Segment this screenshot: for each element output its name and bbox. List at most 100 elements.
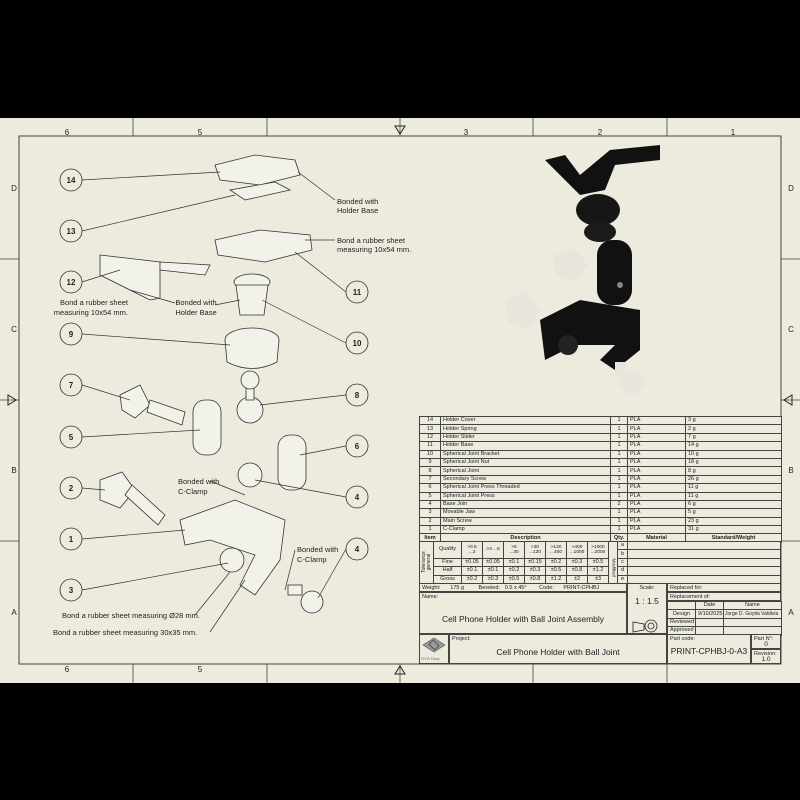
row-label: B xyxy=(11,466,16,475)
bom-description: Base Join xyxy=(440,499,611,510)
bom-weight: 7 g xyxy=(685,432,782,443)
part-spherical-joint xyxy=(236,396,264,424)
bom-row: 12 Holder Slider 1 PLA 7 g xyxy=(419,432,782,443)
tolerance-value: ±0.2 xyxy=(503,566,525,576)
bom-weight: 18 g xyxy=(685,457,782,468)
callout-4: 4 xyxy=(355,493,360,502)
bom-material: PLA xyxy=(627,441,686,451)
note: Bond a rubber sheet measuring 30x35 mm. xyxy=(53,628,197,637)
part-holder-spring xyxy=(228,181,292,201)
tolerance-value: ±0.2 xyxy=(545,557,567,568)
modified-label: Modified xyxy=(610,558,616,577)
col-label: 2 xyxy=(598,128,603,137)
bom-row: 13 Holder Spring 1 PLA 2 g xyxy=(419,424,782,434)
bom-qty: 1 xyxy=(610,415,628,426)
revision: 1.0 xyxy=(761,656,771,663)
note: Bonded with xyxy=(175,298,216,307)
tolerance-value: ±0.05 xyxy=(482,557,504,568)
bom-item: 4 xyxy=(419,499,441,510)
bom-weight: 14 g xyxy=(685,441,782,451)
note: Bonded with xyxy=(178,477,219,486)
centering-marks xyxy=(7,125,793,675)
reviewed-label: Reviewed xyxy=(667,617,696,628)
tolerance-range: >400 ...1000 xyxy=(566,541,588,559)
callout-6: 6 xyxy=(355,442,360,451)
date-header: Date xyxy=(695,600,724,611)
bom-qty: 1 xyxy=(610,483,628,493)
tolerance-range: >6 ...30 xyxy=(503,541,525,559)
bom-qty: 1 xyxy=(610,449,628,459)
bom-weight: 31 g xyxy=(685,525,782,535)
bom-qty: 2 xyxy=(610,499,628,510)
tolerance-value: ±0.5 xyxy=(587,557,609,568)
part-code: PRINT-CPHBJ-0-A3 xyxy=(670,646,748,656)
row-label: A xyxy=(788,608,794,617)
bom-row: 9 Spherical Joint Nut 1 PLA 18 g xyxy=(419,457,782,468)
bom-material: PLA xyxy=(627,525,686,535)
bom-material: PLA xyxy=(627,474,686,485)
replaced-for: Replaced for: xyxy=(667,583,781,592)
design-date: 9/10/2025 xyxy=(695,609,724,619)
bom-material: PLA xyxy=(627,457,686,468)
tolerance-range: >0.5 ...3 xyxy=(461,541,483,559)
tolerance-range: >30 ...120 xyxy=(524,541,546,559)
logo-icon xyxy=(422,637,446,653)
bom-qty: 1 xyxy=(610,441,628,451)
bom-qty: 1 xyxy=(610,491,628,501)
scale-label: Scale: xyxy=(639,585,655,591)
tolerance-class: Fine xyxy=(433,557,462,568)
revision-letter: c xyxy=(617,557,628,568)
projection-symbol-icon xyxy=(632,619,658,633)
part-holder-slider xyxy=(99,254,161,301)
bom-description: Spherical Joint Press xyxy=(440,491,611,501)
callout-3: 3 xyxy=(69,586,74,595)
bom-weight: 3 g xyxy=(685,415,782,426)
part-joint-press xyxy=(192,399,222,456)
bill-of-materials: 14 Holder Cover 1 PLA 3 g 13 Holder Spri… xyxy=(419,415,782,543)
bom-material: PLA xyxy=(627,432,686,443)
bom-item: 14 xyxy=(419,415,441,426)
part-no-box: Part N°: 0 xyxy=(751,634,781,649)
callout-10: 10 xyxy=(353,339,362,348)
bom-qty: 1 xyxy=(610,457,628,468)
callout-14: 14 xyxy=(67,176,76,185)
part-joint-press-threaded xyxy=(277,434,307,491)
tolerance-value: ±0.1 xyxy=(482,566,504,576)
bom-row: 6 Spherical Joint Press Threaded 1 PLA 1… xyxy=(419,483,782,493)
row-label: D xyxy=(11,184,17,193)
note: measuring 10x54 mm. xyxy=(54,308,128,317)
bom-description: Holder Spring xyxy=(440,424,611,434)
tolerance-value: ±0.5 xyxy=(545,566,567,576)
part-main-screw xyxy=(99,471,136,509)
code-label: Code: xyxy=(539,585,554,591)
note: Bond a rubber sheet xyxy=(337,236,406,245)
tolerance-value: ±0.3 xyxy=(524,566,546,576)
row-label: B xyxy=(788,466,793,475)
designer-name: Jorge D. Goytia Valdivia xyxy=(723,609,782,619)
bom-material: PLA xyxy=(627,483,686,493)
bom-item: 3 xyxy=(419,508,441,518)
bom-qty: 1 xyxy=(610,424,628,434)
bom-item: 10 xyxy=(419,449,441,459)
callout-5: 5 xyxy=(69,433,74,442)
bom-item: 2 xyxy=(419,516,441,527)
weight-bevel-row: Weight: 175 g Beveled: 0.5 x 45° Code: P… xyxy=(419,583,627,592)
part-base-join xyxy=(300,590,324,614)
bom-material: PLA xyxy=(627,499,686,510)
name-label: Name: xyxy=(422,594,439,600)
assembly-render xyxy=(505,145,660,394)
col-label: 6 xyxy=(65,128,70,137)
bom-description: Holder Cover xyxy=(440,415,611,426)
bom-description: Spherical Joint Press Threaded xyxy=(440,483,611,493)
bom-row: 5 Spherical Joint Press 1 PLA 11 g xyxy=(419,491,782,501)
bom-row: 1 C-Clamp 1 PLA 31 g xyxy=(419,525,782,535)
bom-item: 7 xyxy=(419,474,441,485)
weight-value: 175 g xyxy=(450,585,465,591)
part-holder-base xyxy=(214,229,313,263)
bom-material: PLA xyxy=(627,466,686,476)
bom-weight: 10 g xyxy=(685,449,782,459)
tolerance-class: Half xyxy=(433,566,462,576)
name-box: Name: Cell Phone Holder with Ball Joint … xyxy=(419,592,627,634)
